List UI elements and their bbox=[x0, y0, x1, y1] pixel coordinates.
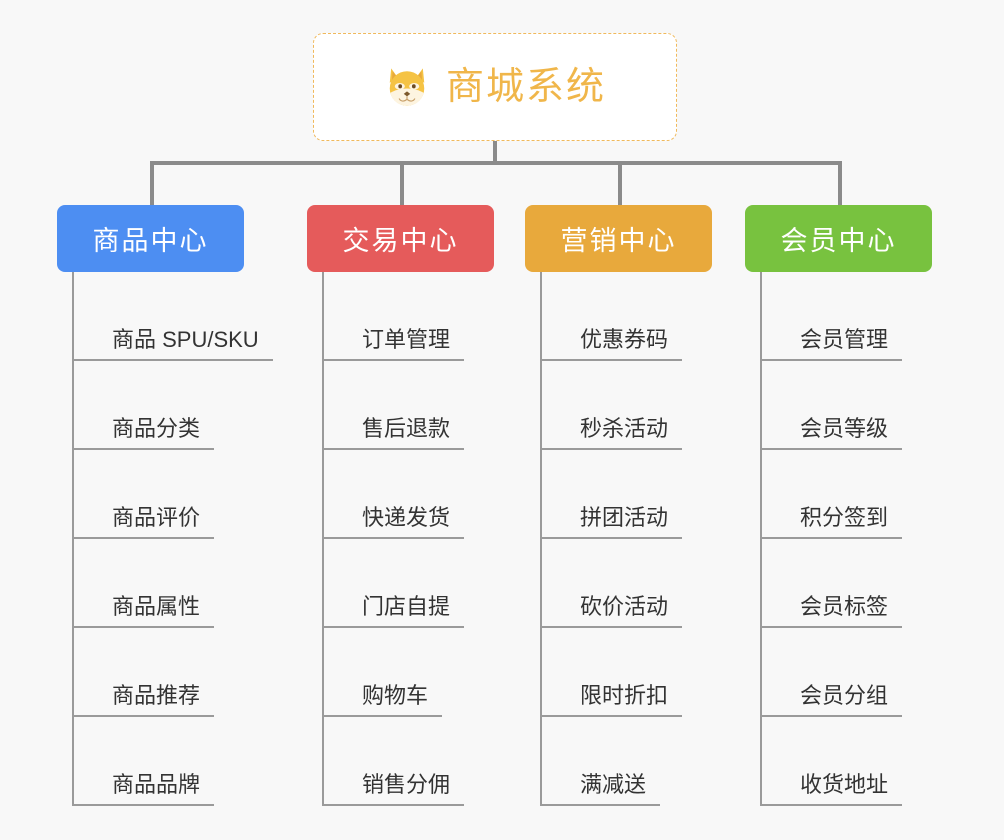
list-item[interactable]: 售后退款 bbox=[324, 361, 494, 450]
leaf-list-4: 会员管理 会员等级 积分签到 会员标签 会员分组 收货地址 bbox=[760, 272, 932, 806]
category-header-1[interactable]: 商品中心 bbox=[57, 205, 244, 272]
category-label-2: 交易中心 bbox=[342, 226, 459, 256]
list-item[interactable]: 优惠券码 bbox=[542, 272, 712, 361]
list-item[interactable]: 商品评价 bbox=[74, 450, 244, 539]
leaf-label: 限时折扣 bbox=[542, 683, 683, 717]
list-item[interactable]: 会员管理 bbox=[762, 272, 932, 361]
leaf-label: 满减送 bbox=[542, 772, 661, 806]
list-item[interactable]: 限时折扣 bbox=[542, 628, 712, 717]
leaf-label: 收货地址 bbox=[762, 772, 903, 806]
leaf-label: 积分签到 bbox=[762, 505, 903, 539]
root-title: 商城系统 bbox=[445, 66, 606, 108]
list-item[interactable]: 积分签到 bbox=[762, 450, 932, 539]
list-item[interactable]: 会员分组 bbox=[762, 628, 932, 717]
leaf-label: 销售分佣 bbox=[324, 772, 465, 806]
list-item[interactable]: 砍价活动 bbox=[542, 539, 712, 628]
list-item[interactable]: 销售分佣 bbox=[324, 717, 494, 806]
category-column-1: 商品中心 商品 SPU/SKU 商品分类 商品评价 商品属性 商品推荐 商品品牌 bbox=[57, 205, 273, 806]
category-header-4[interactable]: 会员中心 bbox=[745, 205, 932, 272]
connector-drop-2 bbox=[400, 161, 404, 207]
list-item[interactable]: 快递发货 bbox=[324, 450, 494, 539]
root-node[interactable]: 商城系统 bbox=[313, 33, 677, 141]
connector-drop-3 bbox=[618, 161, 622, 207]
leaf-list-2: 订单管理 售后退款 快递发货 门店自提 购物车 销售分佣 bbox=[322, 272, 494, 806]
leaf-label: 砍价活动 bbox=[542, 594, 683, 628]
list-item[interactable]: 订单管理 bbox=[324, 272, 494, 361]
list-item[interactable]: 收货地址 bbox=[762, 717, 932, 806]
connector-drop-4 bbox=[838, 161, 842, 207]
category-label-3: 营销中心 bbox=[560, 226, 677, 256]
leaf-label: 商品评价 bbox=[74, 505, 215, 539]
list-item[interactable]: 商品推荐 bbox=[74, 628, 244, 717]
leaf-label: 售后退款 bbox=[324, 416, 465, 450]
category-header-2[interactable]: 交易中心 bbox=[307, 205, 494, 272]
connector-root-stem bbox=[493, 141, 497, 165]
list-item[interactable]: 拼团活动 bbox=[542, 450, 712, 539]
list-item[interactable]: 门店自提 bbox=[324, 539, 494, 628]
category-label-1: 商品中心 bbox=[92, 226, 209, 256]
list-item[interactable]: 会员等级 bbox=[762, 361, 932, 450]
category-column-4: 会员中心 会员管理 会员等级 积分签到 会员标签 会员分组 收货地址 bbox=[745, 205, 932, 806]
category-header-3[interactable]: 营销中心 bbox=[525, 205, 712, 272]
leaf-label: 会员分组 bbox=[762, 683, 903, 717]
leaf-label: 门店自提 bbox=[324, 594, 465, 628]
leaf-label: 快递发货 bbox=[324, 505, 465, 539]
leaf-label: 秒杀活动 bbox=[542, 416, 683, 450]
category-column-3: 营销中心 优惠券码 秒杀活动 拼团活动 砍价活动 限时折扣 满减送 bbox=[525, 205, 712, 806]
list-item[interactable]: 购物车 bbox=[324, 628, 494, 717]
leaf-label: 商品推荐 bbox=[74, 683, 215, 717]
list-item[interactable]: 商品 SPU/SKU bbox=[74, 272, 273, 361]
leaf-label: 商品品牌 bbox=[74, 772, 215, 806]
leaf-list-3: 优惠券码 秒杀活动 拼团活动 砍价活动 限时折扣 满减送 bbox=[540, 272, 712, 806]
list-item[interactable]: 会员标签 bbox=[762, 539, 932, 628]
dog-face-icon bbox=[384, 64, 430, 110]
leaf-label: 购物车 bbox=[324, 683, 443, 717]
leaf-label: 优惠券码 bbox=[542, 327, 683, 361]
category-column-2: 交易中心 订单管理 售后退款 快递发货 门店自提 购物车 销售分佣 bbox=[307, 205, 494, 806]
list-item[interactable]: 商品品牌 bbox=[74, 717, 244, 806]
leaf-list-1: 商品 SPU/SKU 商品分类 商品评价 商品属性 商品推荐 商品品牌 bbox=[72, 272, 273, 806]
leaf-label: 商品 SPU/SKU bbox=[74, 327, 273, 361]
list-item[interactable]: 满减送 bbox=[542, 717, 712, 806]
leaf-label: 会员等级 bbox=[762, 416, 903, 450]
leaf-label: 会员标签 bbox=[762, 594, 903, 628]
leaf-label: 商品属性 bbox=[74, 594, 215, 628]
leaf-label: 会员管理 bbox=[762, 327, 903, 361]
connector-bus bbox=[150, 161, 840, 165]
list-item[interactable]: 商品属性 bbox=[74, 539, 244, 628]
category-label-4: 会员中心 bbox=[780, 226, 897, 256]
list-item[interactable]: 商品分类 bbox=[74, 361, 244, 450]
connector-drop-1 bbox=[150, 161, 154, 207]
leaf-label: 商品分类 bbox=[74, 416, 215, 450]
leaf-label: 拼团活动 bbox=[542, 505, 683, 539]
list-item[interactable]: 秒杀活动 bbox=[542, 361, 712, 450]
leaf-label: 订单管理 bbox=[324, 327, 465, 361]
